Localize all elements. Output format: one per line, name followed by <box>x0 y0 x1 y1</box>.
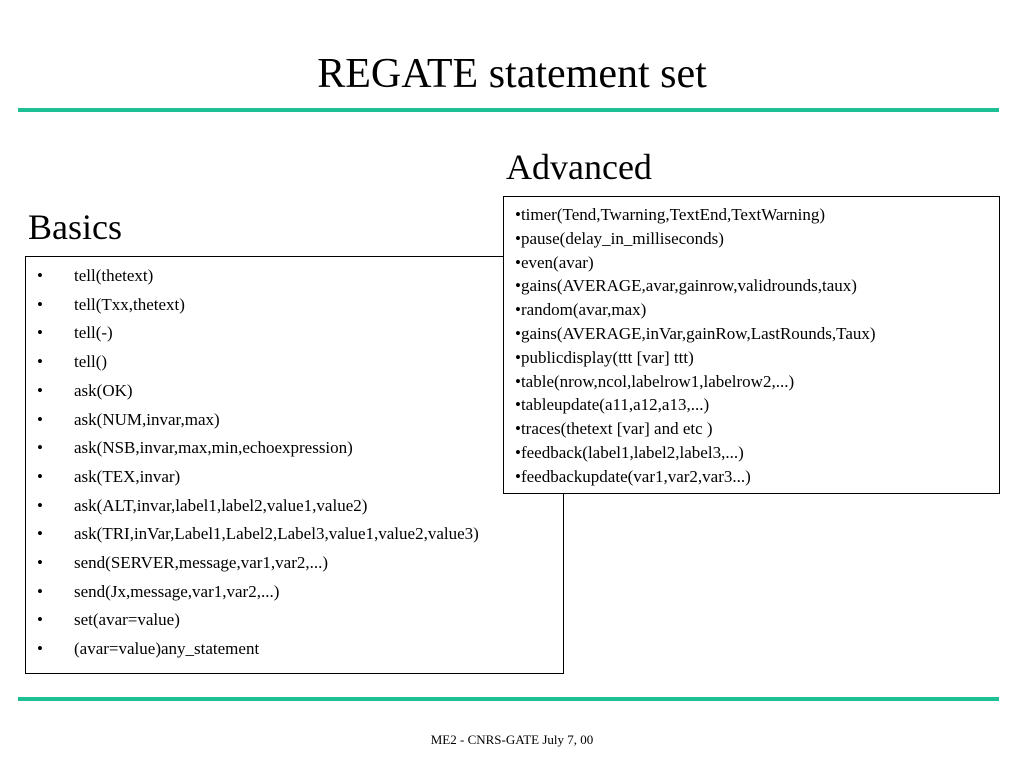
basics-item-text: (avar=value)any_statement <box>74 639 260 659</box>
advanced-list-item: •even(avar) <box>515 251 999 275</box>
advanced-list-item: •feedback(label1,label2,label3,...) <box>515 441 999 465</box>
basics-item-text: ask(OK) <box>74 380 133 400</box>
advanced-item-text: pause(delay_in_milliseconds) <box>520 228 724 248</box>
basics-heading: Basics <box>28 207 122 247</box>
advanced-list-item: •gains(AVERAGE,inVar,gainRow,LastRounds,… <box>515 322 999 346</box>
basics-item-text: send(SERVER,message,var1,var2,...) <box>74 553 329 573</box>
advanced-list-item: •publicdisplay(ttt [var] ttt) <box>515 346 999 370</box>
basics-list-item: • set(avar=value) <box>26 606 563 635</box>
bottom-divider <box>18 697 999 701</box>
advanced-item-text: feedback(label1,label2,label3,...) <box>520 442 744 462</box>
basics-list-item: • tell(thetext) <box>26 262 563 291</box>
bullet-icon: • <box>515 323 521 343</box>
basics-list-item: • send(Jx,message,var1,var2,...) <box>26 578 563 607</box>
basics-list-item: • tell() <box>26 348 563 377</box>
advanced-item-text: gains(AVERAGE,inVar,gainRow,LastRounds,T… <box>520 323 876 343</box>
bullet-icon: • <box>37 610 43 630</box>
basics-list-item: • ask(TEX,invar) <box>26 463 563 492</box>
bullet-icon: • <box>515 276 521 296</box>
bullet-icon: • <box>515 395 521 415</box>
page-title: REGATE statement set <box>317 51 707 97</box>
bullet-icon: • <box>515 347 521 367</box>
bullet-icon: • <box>37 380 43 400</box>
bullet-icon: • <box>37 581 43 601</box>
advanced-list-item: •traces(thetext [var] and etc ) <box>515 417 999 441</box>
advanced-heading: Advanced <box>506 147 652 187</box>
basics-list-item: • ask(NUM,invar,max) <box>26 406 563 435</box>
basics-item-text: ask(TRI,inVar,Label1,Label2,Label3,value… <box>74 524 479 544</box>
advanced-list-item: •feedbackupdate(var1,var2,var3...) <box>515 465 999 489</box>
bullet-icon: • <box>37 466 43 486</box>
basics-item-text: tell(thetext) <box>74 266 154 285</box>
top-divider <box>18 108 999 112</box>
basics-list-item: • ask(NSB,invar,max,min,echoexpression) <box>26 434 563 463</box>
advanced-item-text: even(avar) <box>520 252 594 272</box>
advanced-list-item: •gains(AVERAGE,avar,gainrow,validrounds,… <box>515 274 999 298</box>
advanced-item-text: publicdisplay(ttt [var] ttt) <box>520 347 694 367</box>
advanced-list: •timer(Tend,Twarning,TextEnd,TextWarning… <box>515 203 999 489</box>
basics-item-text: ask(TEX,invar) <box>74 466 181 486</box>
advanced-item-text: table(nrow,ncol,labelrow1,labelrow2,...) <box>520 371 795 391</box>
advanced-item-text: traces(thetext [var] and etc ) <box>520 419 713 439</box>
basics-list-item: • ask(ALT,invar,label1,label2,value1,valu… <box>26 492 563 521</box>
bullet-icon: • <box>37 495 43 515</box>
bullet-icon: • <box>515 371 521 391</box>
bullet-icon: • <box>515 252 521 272</box>
basics-list-item: • ask(OK) <box>26 377 563 406</box>
bullet-icon: • <box>37 524 43 544</box>
basics-item-text: send(Jx,message,var1,var2,...) <box>74 581 280 601</box>
basics-item-text: tell() <box>74 352 108 372</box>
advanced-box: •timer(Tend,Twarning,TextEnd,TextWarning… <box>503 196 1000 494</box>
bullet-icon: • <box>37 553 43 573</box>
bullet-icon: • <box>515 442 521 462</box>
bullet-icon: • <box>515 300 521 320</box>
advanced-item-text: gains(AVERAGE,avar,gainrow,validrounds,t… <box>520 276 857 296</box>
basics-item-text: ask(NSB,invar,max,min,echoexpression) <box>74 438 353 458</box>
advanced-list-item: •table(nrow,ncol,labelrow1,labelrow2,...… <box>515 370 999 394</box>
advanced-item-text: tableupdate(a11,a12,a13,...) <box>520 395 710 415</box>
basics-list: • tell(thetext) • tell(Txx,thetext) • tell(-)… <box>26 262 563 664</box>
advanced-item-text: random(avar,max) <box>520 300 647 320</box>
basics-item-text: tell(-) <box>74 323 113 343</box>
bullet-icon: • <box>37 352 43 372</box>
basics-item-text: ask(ALT,invar,label1,label2,value1,value… <box>74 495 368 515</box>
bullet-icon: • <box>37 323 43 343</box>
basics-list-item: • tell(-) <box>26 319 563 348</box>
advanced-list-item: •pause(delay_in_milliseconds) <box>515 227 999 251</box>
footer-text: ME2 - CNRS-GATE July 7, 00 <box>430 732 594 747</box>
bullet-icon: • <box>515 419 521 439</box>
basics-list-item: • send(SERVER,message,var1,var2,...) <box>26 549 563 578</box>
basics-list-item: • ask(TRI,inVar,Label1,Label2,Label3,valu… <box>26 520 563 549</box>
bullet-icon: • <box>515 205 521 224</box>
advanced-item-text: timer(Tend,Twarning,TextEnd,TextWarning) <box>520 205 825 224</box>
basics-item-text: ask(NUM,invar,max) <box>74 409 220 429</box>
advanced-list-item: •tableupdate(a11,a12,a13,...) <box>515 393 999 417</box>
basics-item-text: tell(Txx,thetext) <box>74 294 185 314</box>
advanced-list-item: •timer(Tend,Twarning,TextEnd,TextWarning… <box>515 203 999 227</box>
basics-item-text: set(avar=value) <box>74 610 180 630</box>
advanced-list-item: •random(avar,max) <box>515 298 999 322</box>
basics-box: • tell(thetext) • tell(Txx,thetext) • tell(-)… <box>25 256 564 674</box>
bullet-icon: • <box>515 228 521 248</box>
bullet-icon: • <box>37 266 43 285</box>
basics-list-item: • tell(Txx,thetext) <box>26 291 563 320</box>
bullet-icon: • <box>37 438 43 458</box>
bullet-icon: • <box>37 409 43 429</box>
bullet-icon: • <box>37 639 43 659</box>
advanced-item-text: feedbackupdate(var1,var2,var3...) <box>520 466 751 486</box>
basics-list-item: • (avar=value)any_statement <box>26 635 563 664</box>
bullet-icon: • <box>37 294 43 314</box>
bullet-icon: • <box>515 466 521 486</box>
